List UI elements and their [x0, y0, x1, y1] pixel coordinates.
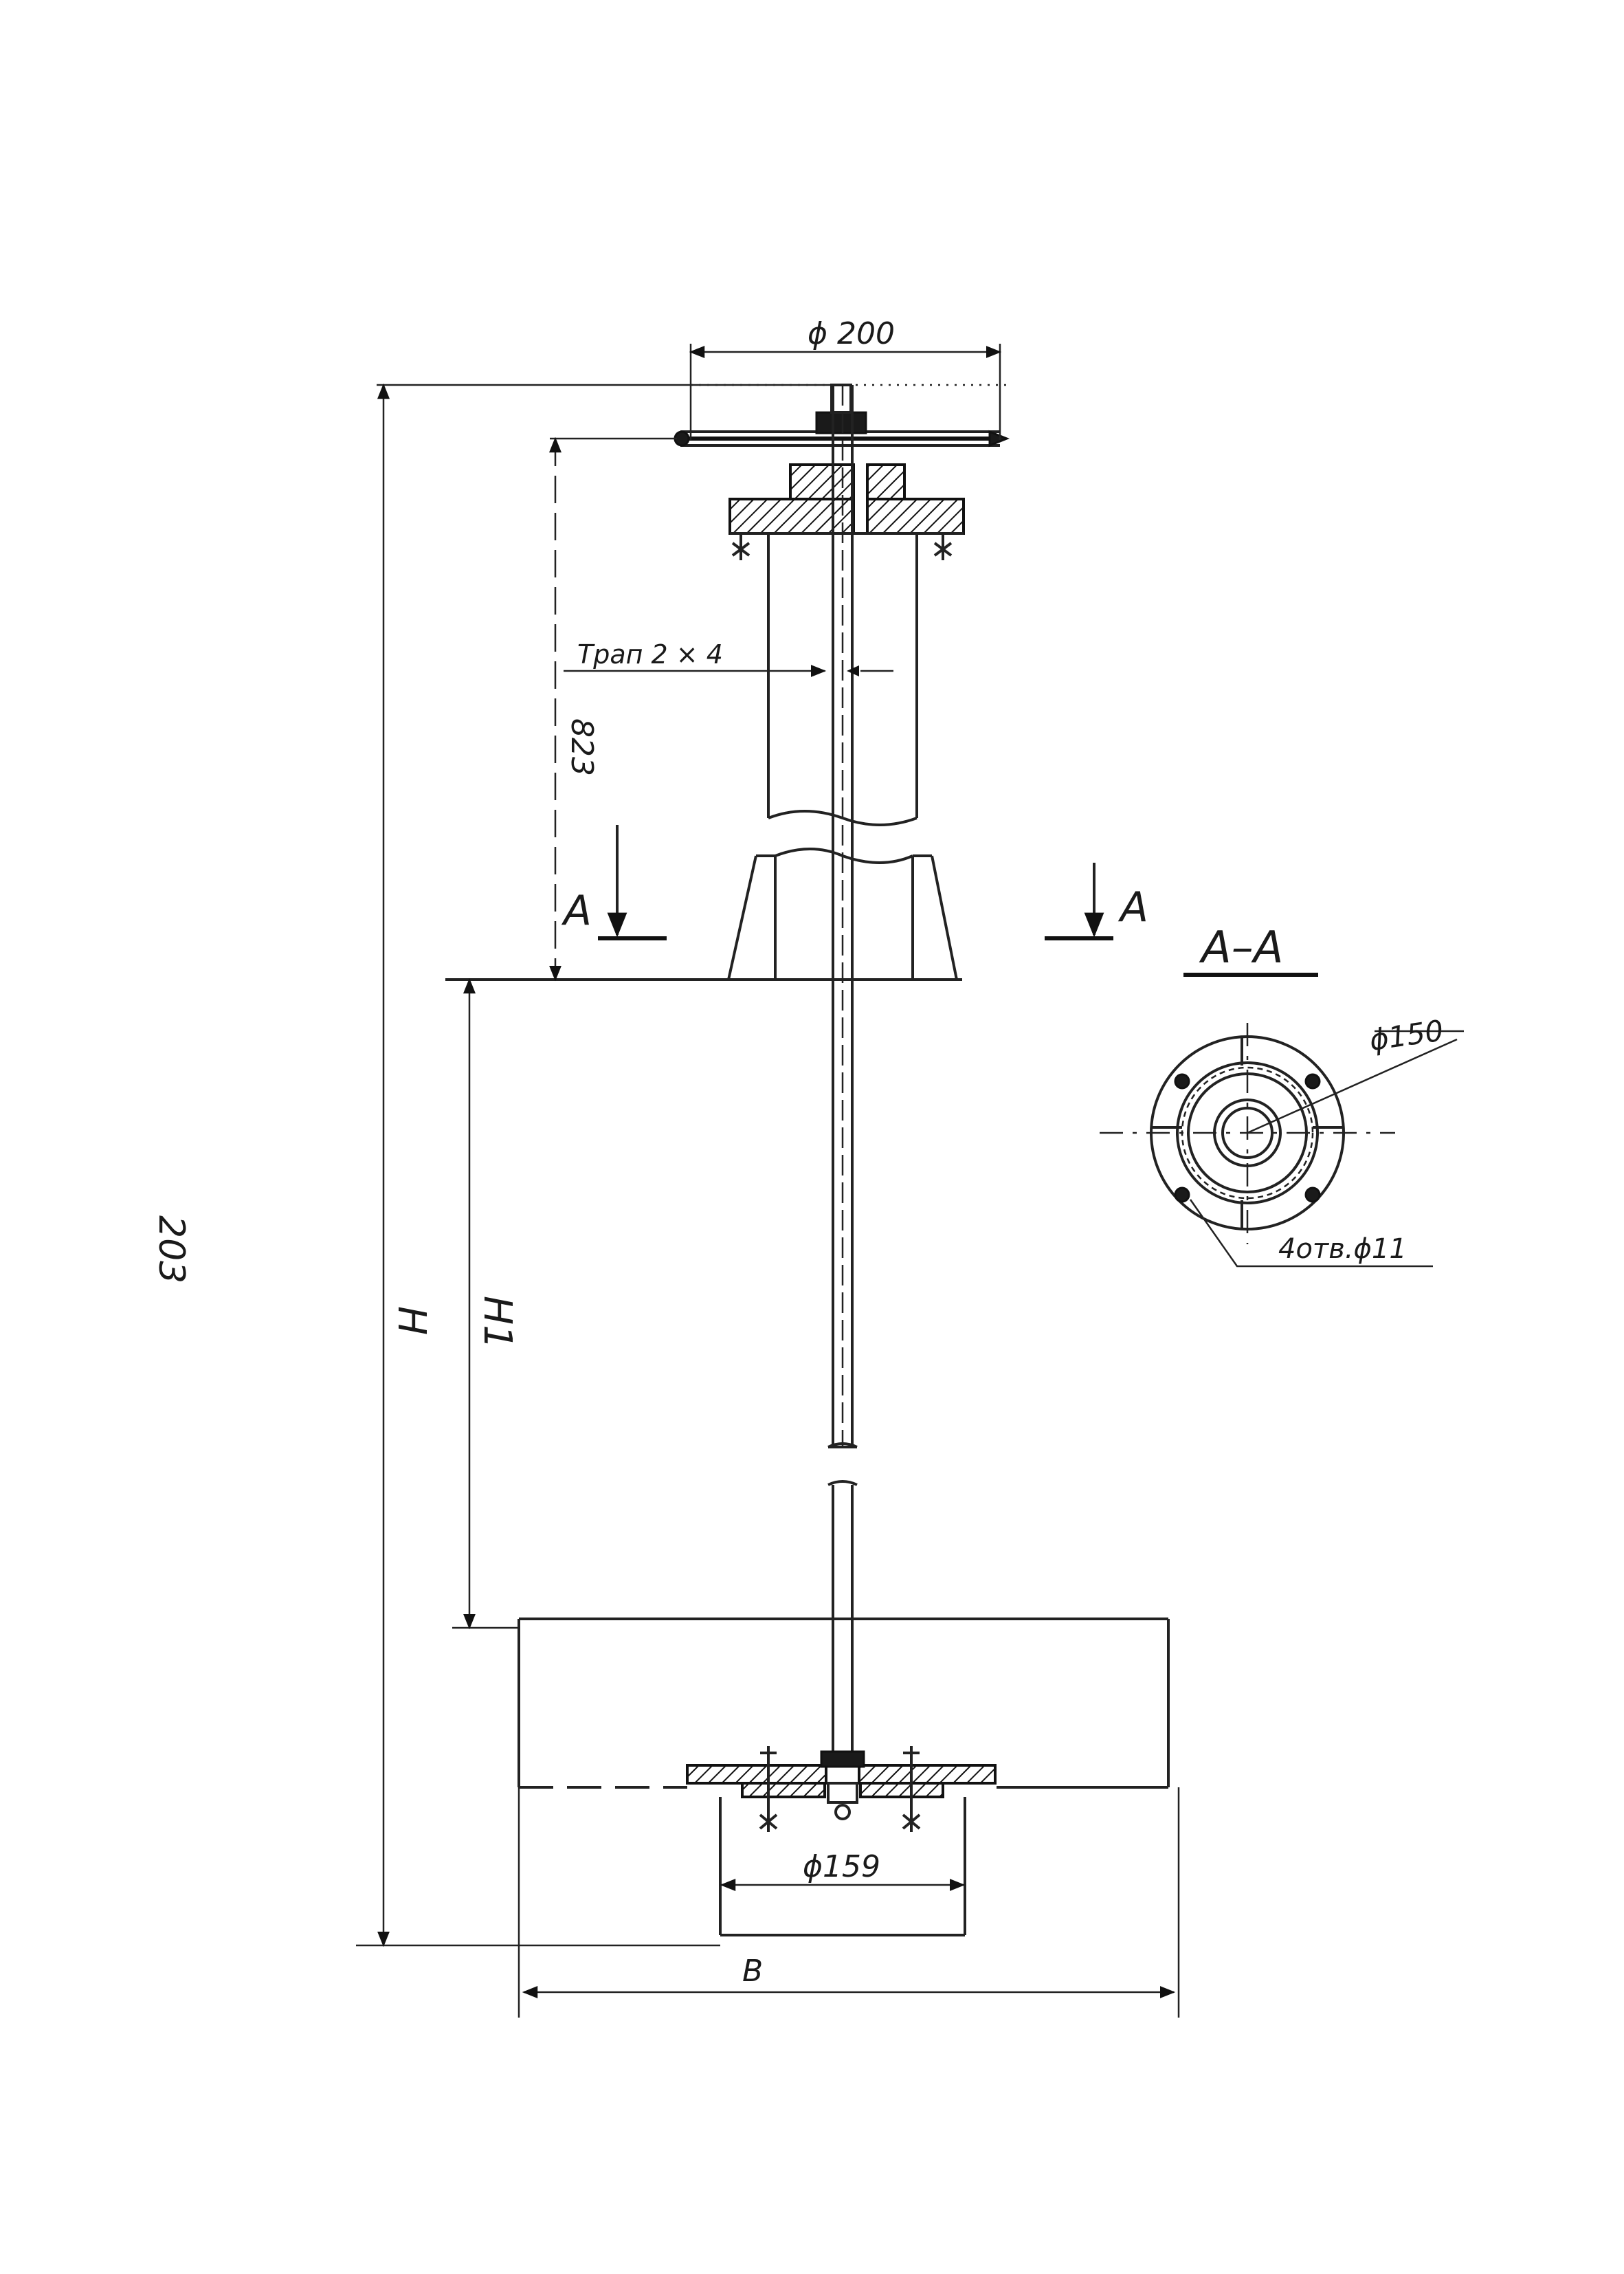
dimension-thread: [564, 665, 893, 677]
label-holes: 4отв.ϕ11: [1278, 1233, 1407, 1265]
label-dia-bottom: ϕ159: [803, 1849, 880, 1884]
label-dim-823: 823: [564, 718, 599, 776]
bottom-flange: [686, 1750, 997, 1820]
label-thread: Трап 2 × 4: [577, 639, 723, 670]
dimension-dia-top: [689, 344, 1007, 440]
dimension-823: [549, 437, 677, 982]
handwheel: [674, 384, 1010, 448]
label-dim-H: H: [389, 1306, 434, 1335]
section-cut-right: [1045, 863, 1113, 940]
flange-bolts-bottom: [759, 1746, 921, 1832]
label-dim-H1: H1: [475, 1296, 520, 1349]
label-section-mark-left: A: [561, 887, 592, 935]
hub-housing: [728, 463, 965, 535]
dimension-B: [518, 1787, 1180, 2018]
page-number: 203: [151, 1215, 192, 1283]
base-cup: [719, 1797, 966, 1936]
label-dim-B: B: [742, 1954, 763, 1989]
label-section-title: A–A: [1199, 923, 1284, 973]
flange-bolts-top: [731, 533, 953, 560]
section-cut-left: [598, 825, 667, 940]
dimension-H1: [452, 978, 519, 1630]
label-dia-top: ϕ 200: [808, 316, 895, 351]
threaded-rod: [827, 385, 858, 1760]
float-body: [518, 1618, 1170, 1789]
label-section-mark-right: A: [1117, 883, 1148, 931]
section-a-a-view: [1100, 973, 1464, 1268]
dimension-H: [356, 383, 844, 1947]
